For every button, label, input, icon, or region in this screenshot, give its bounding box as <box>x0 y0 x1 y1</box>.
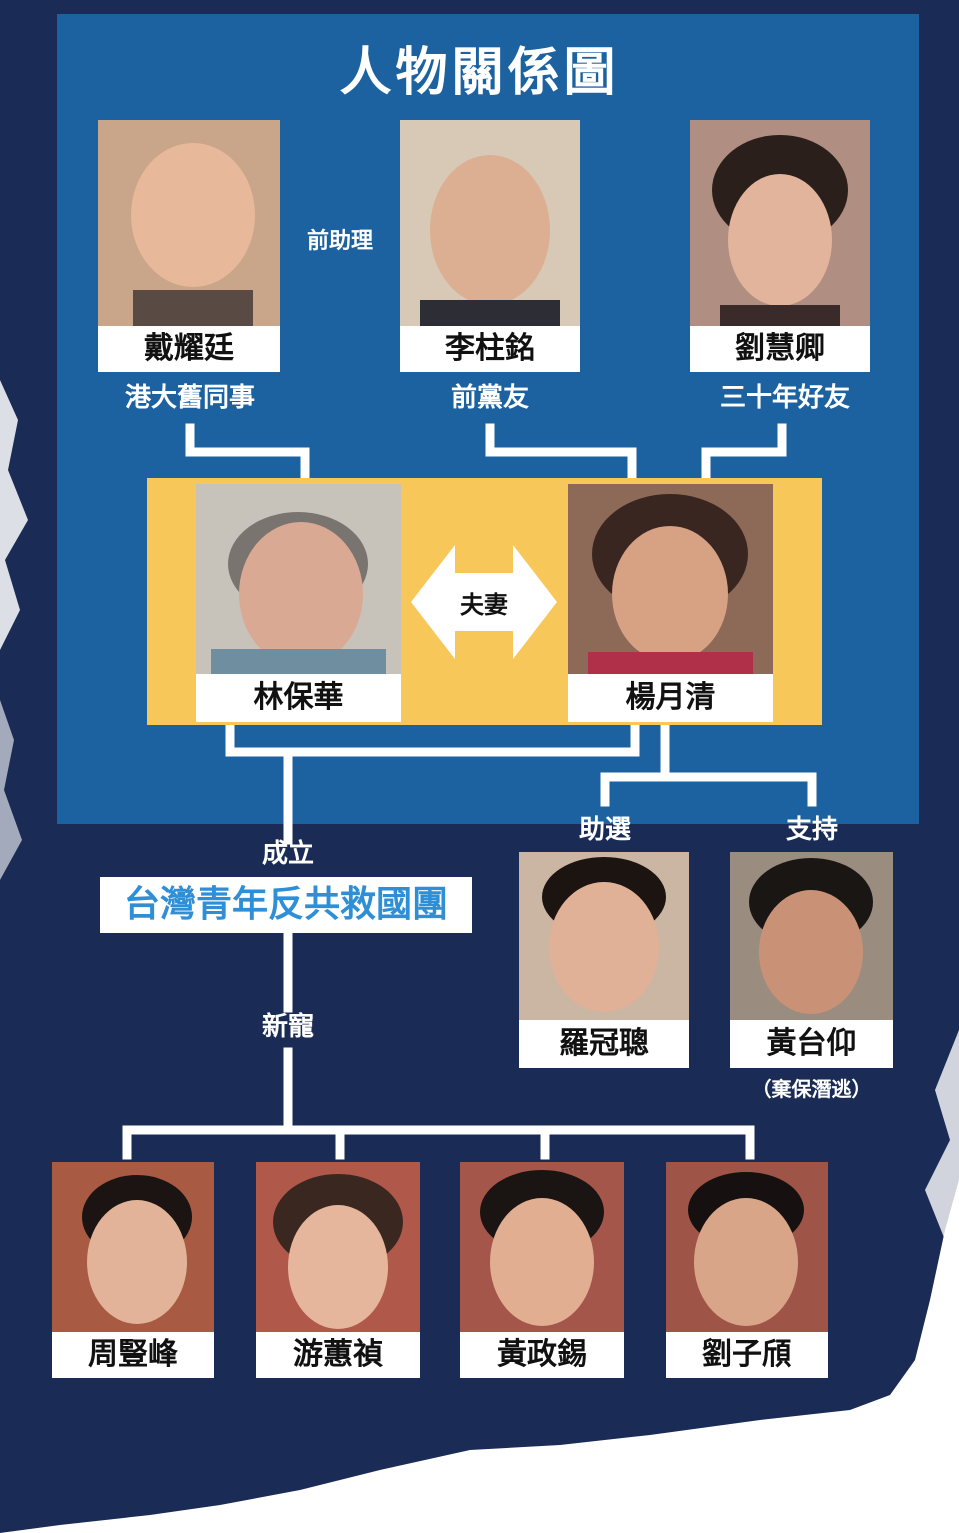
couple-arrow: 夫妻 <box>411 545 557 659</box>
photo-emily-lau <box>690 120 870 332</box>
aside-label-former-assistant: 前助理 <box>306 229 373 254</box>
photo-lau-tsz-kei <box>666 1162 828 1334</box>
person-silhouette-icon <box>460 1162 624 1334</box>
photo-wong-ching-sik <box>460 1162 624 1334</box>
photo-wong-toi-yeung <box>730 852 893 1022</box>
photo-lee-chu-ming <box>400 120 580 332</box>
person-silhouette-icon <box>666 1162 828 1334</box>
organization-box: 台灣青年反共救國團 <box>100 877 472 933</box>
name-plate-nathan-law: 羅冠聰 <box>519 1020 689 1068</box>
relation-support: 支持 <box>785 815 838 845</box>
photo-yau-wai-ching <box>256 1162 420 1334</box>
name-plate-lau-tsz-kei: 劉子頎 <box>666 1332 828 1378</box>
name-plate-yang-yue-qing: 楊月清 <box>568 674 773 722</box>
photo-tai-yiu-ting <box>98 120 280 332</box>
person-silhouette-icon <box>52 1162 214 1334</box>
name-plate-wong-toi-yeung: 黃台仰 <box>730 1020 893 1068</box>
photo-yang-yue-qing <box>568 484 773 676</box>
person-silhouette-icon <box>690 120 870 332</box>
photo-nathan-law <box>519 852 689 1022</box>
person-silhouette-icon <box>519 852 689 1022</box>
relation-emily-lau: 三十年好友 <box>719 383 850 413</box>
person-silhouette-icon <box>256 1162 420 1334</box>
name-plate-yau-wai-ching: 游蕙禎 <box>256 1332 420 1378</box>
relation-tai-yiu-ting: 港大舊同事 <box>124 383 255 413</box>
person-silhouette-icon <box>98 120 280 332</box>
person-silhouette-icon <box>568 484 773 676</box>
double-arrow-icon <box>411 545 557 659</box>
note-bail-skipped: （棄保潛逃） <box>751 1077 872 1101</box>
couple-relation-label: 夫妻 <box>460 590 508 619</box>
person-silhouette-icon <box>730 852 893 1022</box>
name-plate-chow-shue-fung: 周豎峰 <box>52 1332 214 1378</box>
name-plate-wong-ching-sik: 黃政錫 <box>460 1332 624 1378</box>
name-plate-emily-lau: 劉慧卿 <box>690 326 870 372</box>
relation-lee-chu-ming: 前黨友 <box>450 383 529 413</box>
photo-lam-bo-wah <box>196 484 401 676</box>
relation-campaign-help: 助選 <box>578 815 631 845</box>
new-favorite-label: 新寵 <box>261 1012 314 1042</box>
name-plate-lam-bo-wah: 林保華 <box>196 674 401 722</box>
person-silhouette-icon <box>196 484 401 676</box>
photo-chow-shue-fung <box>52 1162 214 1334</box>
person-silhouette-icon <box>400 120 580 332</box>
name-plate-lee-chu-ming: 李柱銘 <box>400 326 580 372</box>
founded-label: 成立 <box>261 839 314 869</box>
diagram-title: 人物關係圖 <box>339 43 620 103</box>
name-plate-tai-yiu-ting: 戴耀廷 <box>98 326 280 372</box>
